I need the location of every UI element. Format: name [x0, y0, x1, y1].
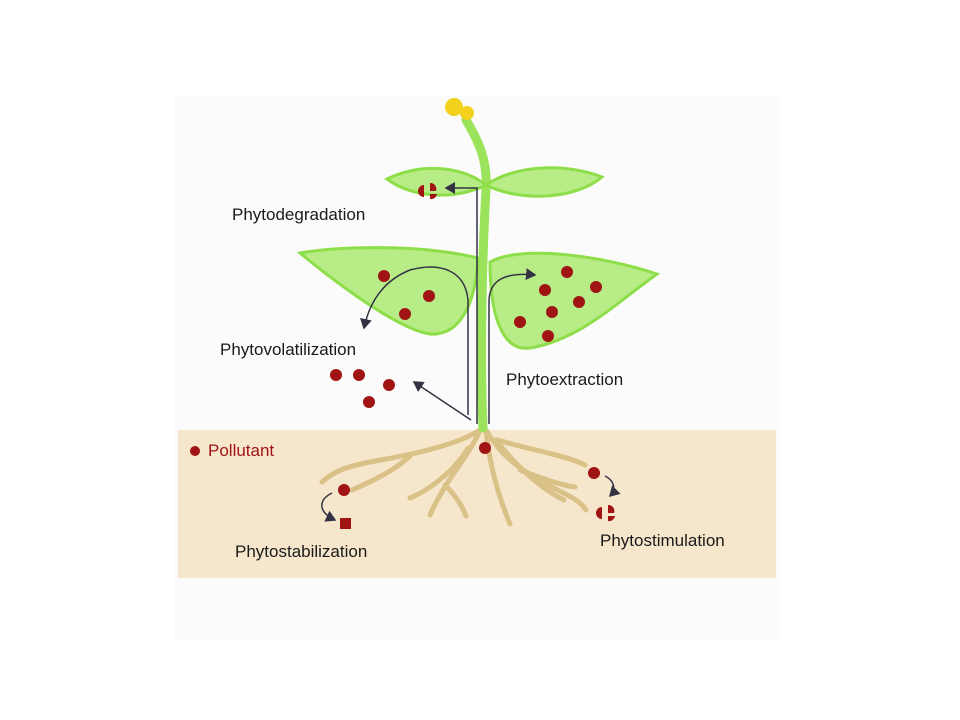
phytostabilization-arrow — [321, 492, 337, 522]
label-phytostimulation: Phytostimulation — [600, 531, 725, 550]
pollutant-dots — [190, 266, 602, 496]
label-phytovolatilization: Phytovolatilization — [220, 340, 357, 359]
phytodegradation-arrow — [444, 182, 478, 424]
degraded-pollutant — [596, 507, 602, 519]
phytovolatilization-arrow-lower — [412, 381, 472, 421]
roots — [319, 425, 589, 527]
flower-buds — [445, 98, 474, 120]
phytoextraction-arrow — [488, 268, 537, 424]
soil-region — [178, 430, 776, 578]
lower-left-leaf — [296, 246, 480, 336]
degraded-pollutant — [418, 185, 424, 197]
pollutant-dot — [330, 369, 342, 381]
degraded-pollutant — [430, 194, 437, 200]
stabilized-pollutant — [340, 518, 351, 529]
pollutant-dot — [590, 281, 602, 293]
pollutant-dot — [542, 330, 554, 342]
flower-bud — [460, 106, 474, 120]
top-right-leaf — [483, 166, 605, 198]
arrows — [321, 182, 621, 522]
label-phytoextraction: Phytoextraction — [506, 370, 624, 389]
pollutant-dot — [378, 270, 390, 282]
label-phytodegradation: Phytodegradation — [232, 205, 366, 224]
plant-stem — [461, 115, 491, 433]
pollutant-dot — [423, 290, 435, 302]
pollutant-dot — [539, 284, 551, 296]
legend-dot — [190, 446, 200, 456]
degraded-pollutant — [608, 516, 615, 522]
legend-pollutant-label: Pollutant — [208, 441, 275, 460]
pollutant-dot — [479, 442, 491, 454]
pollutant-dot — [383, 379, 395, 391]
pollutant-dot — [588, 467, 600, 479]
pollutant-dot — [338, 484, 350, 496]
phytostimulation-arrow — [604, 475, 621, 498]
degraded-pollutant — [608, 504, 615, 513]
degraded-pollutants — [418, 182, 615, 522]
pollutant-dot — [573, 296, 585, 308]
pollutant-dot — [546, 306, 558, 318]
pollutant-dot — [363, 396, 375, 408]
flower-bud — [445, 98, 463, 116]
pollutant-dot — [399, 308, 411, 320]
pollutant-dot — [561, 266, 573, 278]
degraded-pollutant — [430, 182, 437, 191]
pollutant-dot — [353, 369, 365, 381]
phytovolatilization-arrow-upper — [360, 266, 469, 415]
label-phytostabilization: Phytostabilization — [235, 542, 368, 561]
pollutant-dot — [514, 316, 526, 328]
